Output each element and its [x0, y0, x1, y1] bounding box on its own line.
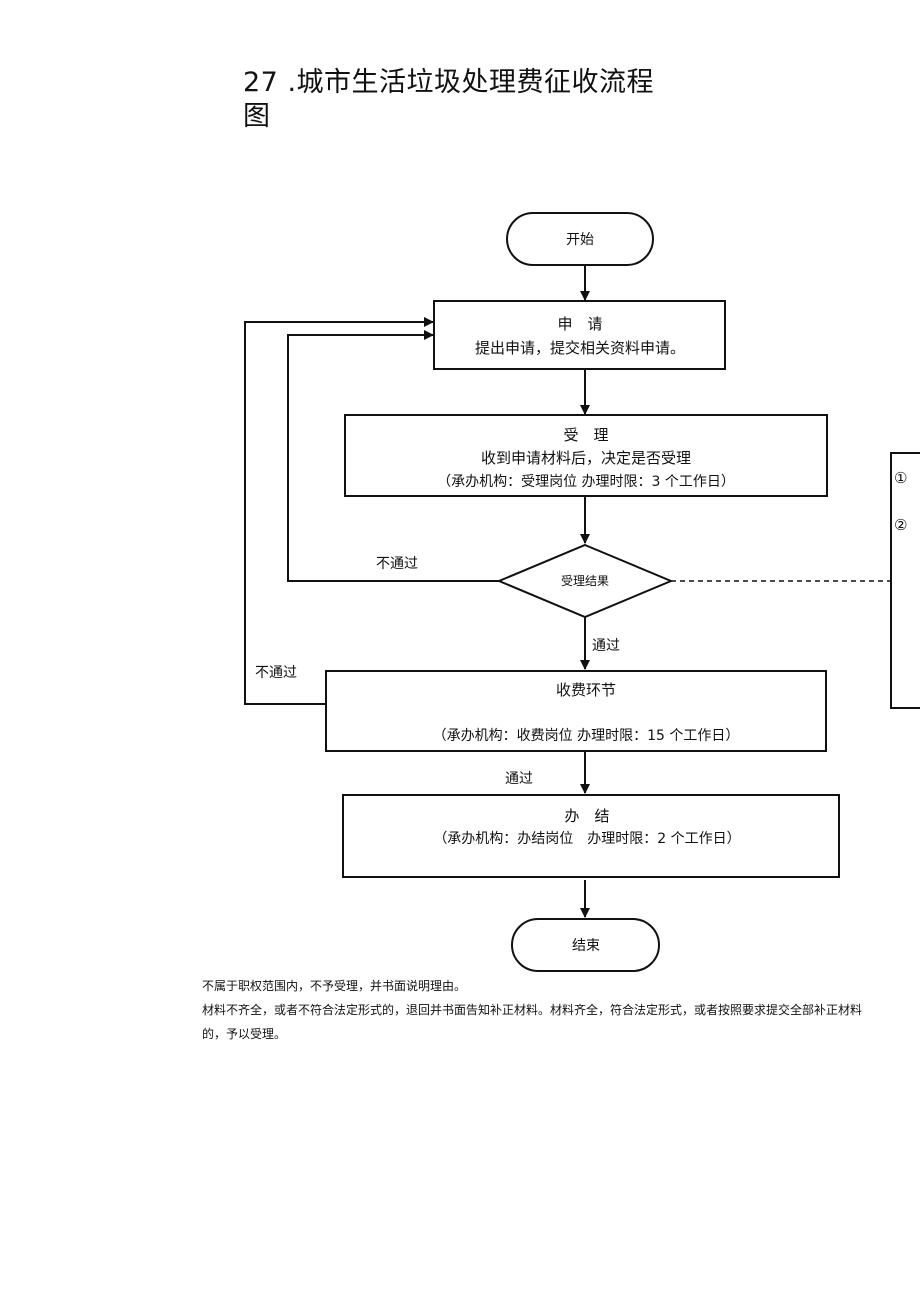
- footnotes: 不属于职权范围内，不予受理，并书面说明理由。 材料不齐全，或者不符合法定形式的，…: [202, 974, 882, 1046]
- side-note-box: [890, 452, 920, 709]
- fee-heading: 收费环节: [556, 681, 616, 699]
- finish-detail: （承办机构：办结岗位 办理时限：2 个工作日）: [433, 831, 740, 847]
- finish-box: [342, 794, 840, 878]
- start-label: 开始: [566, 232, 594, 248]
- accept-box: [344, 414, 828, 497]
- pass-label-2: 通过: [505, 771, 533, 787]
- apply-heading: 申 请: [557, 315, 602, 333]
- title-number: 27: [243, 67, 279, 98]
- decision-label: 受理结果: [561, 574, 609, 588]
- title-text: .城市生活垃圾处理费征收流程图: [243, 67, 655, 132]
- side-note-marker-2: ②: [894, 516, 907, 534]
- end-label: 结束: [572, 938, 600, 954]
- finish-heading: 办 结: [564, 807, 609, 825]
- accept-desc: 收到申请材料后，决定是否受理: [481, 449, 691, 467]
- fee-box: [325, 670, 827, 752]
- footnote-1: 不属于职权范围内，不予受理，并书面说明理由。: [202, 979, 467, 993]
- side-note-marker-1: ①: [894, 469, 907, 487]
- accept-heading: 受 理: [563, 426, 608, 444]
- accept-detail: （承办机构：受理岗位 办理时限：3 个工作日）: [437, 474, 735, 490]
- page-title: 27 .城市生活垃圾处理费征收流程图: [243, 66, 663, 134]
- reject-loop-2: [244, 317, 434, 705]
- reject-loop-1: [287, 330, 499, 582]
- end-terminal: [511, 918, 660, 972]
- pass-label-1: 通过: [592, 638, 620, 654]
- apply-box: [433, 300, 726, 370]
- footnote-2: 材料不齐全，或者不符合法定形式的，退回并书面告知补正材料。材料齐全，符合法定形式…: [202, 1003, 863, 1041]
- start-terminal: [506, 212, 654, 266]
- reject-label-1: 不通过: [376, 556, 418, 572]
- fee-detail: （承办机构：收费岗位 办理时限：15 个工作日）: [433, 728, 740, 744]
- reject-label-2: 不通过: [255, 665, 297, 681]
- apply-desc: 提出申请，提交相关资料申请。: [475, 339, 685, 357]
